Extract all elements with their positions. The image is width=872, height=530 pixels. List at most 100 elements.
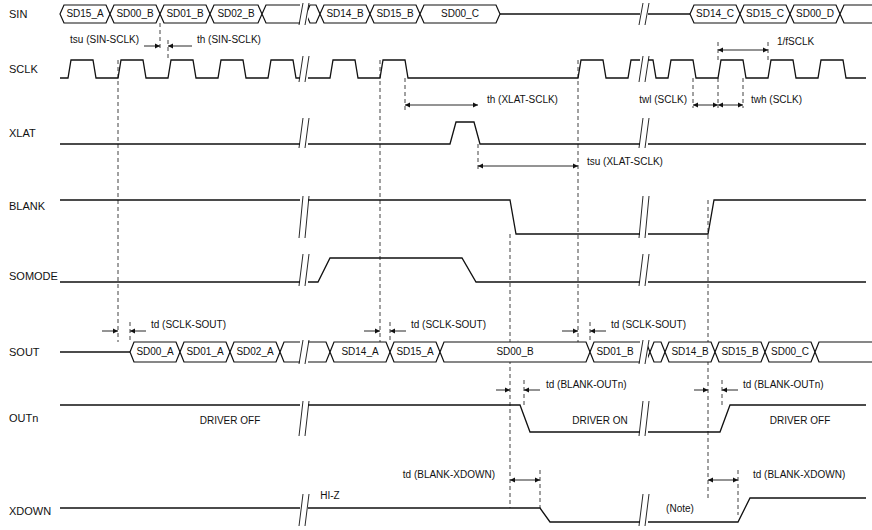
break-gap (640, 56, 648, 82)
break-gap (640, 196, 648, 238)
somode-wave (60, 258, 866, 282)
timing-label: twl (SCLK) (638, 95, 688, 105)
sclk-wave (60, 60, 866, 78)
sout-bus (130, 342, 180, 362)
state-label: DRIVER OFF (199, 416, 262, 426)
break-mark (299, 401, 309, 436)
sin-bus (790, 5, 840, 23)
signal-name: SOUT (8, 347, 41, 358)
blank-wave (60, 200, 866, 234)
sin-bus (160, 5, 210, 23)
signal-name: SOMODE (8, 271, 59, 282)
sin-bus (110, 5, 160, 23)
break-gap (640, 340, 648, 364)
sin-bus (840, 5, 872, 23)
sout-bus (440, 342, 590, 362)
signal-name: SCLK (8, 64, 39, 75)
timing-label: td (SCLK-SOUT) (150, 320, 227, 330)
bus-value: SD14_C (695, 9, 735, 19)
bus-value: SD01_B (595, 347, 634, 357)
break-mark (639, 254, 649, 286)
break-mark (639, 340, 649, 364)
sout-bus (180, 342, 230, 362)
bus-value: SD02_A (235, 347, 274, 357)
break-mark (299, 340, 309, 364)
sout-bus (230, 342, 280, 362)
break-gap (640, 254, 648, 286)
bus-value: SD15_B (375, 9, 414, 19)
break-mark (639, 118, 649, 148)
break-gap (300, 340, 308, 364)
state-label: HI-Z (319, 491, 340, 501)
xdown-wave (60, 498, 866, 522)
timing-label: th (SIN-SCLK) (196, 35, 262, 45)
timing-label: th (XLAT-SCLK) (486, 95, 559, 105)
bus-value: SD00_C (770, 347, 810, 357)
break-mark (639, 401, 649, 436)
timing-label: tsu (XLAT-SCLK) (586, 157, 664, 167)
xlat-wave (60, 122, 866, 144)
timing-label: td (BLANK-OUTn) (545, 380, 628, 390)
break-mark (639, 196, 649, 238)
timing-label: td (SCLK-SOUT) (610, 320, 687, 330)
sout-bus (765, 342, 815, 362)
state-label: (Note) (665, 504, 695, 514)
bus-value: SD14_B (670, 347, 709, 357)
break-mark (639, 494, 649, 526)
sout-bus (815, 342, 872, 362)
sin-bus (370, 5, 420, 23)
bus-value: SD14_B (325, 9, 364, 19)
break-gap (640, 118, 648, 148)
timing-label: tsu (SIN-SCLK) (69, 35, 140, 45)
signal-name: OUTn (8, 413, 39, 424)
timing-label: td (BLANK-XDOWN) (752, 470, 846, 480)
sout-bus (665, 342, 715, 362)
break-gap (640, 401, 648, 436)
sout-idle (60, 351, 130, 352)
timing-label: td (BLANK-XDOWN) (402, 470, 496, 480)
bus-value: SD15_A (65, 9, 104, 19)
sout-bus (390, 342, 440, 362)
break-mark (299, 196, 309, 238)
bus-value: SD15_A (395, 347, 434, 357)
signal-name: BLANK (8, 201, 46, 212)
break-gap (300, 3, 308, 25)
signal-name: XLAT (8, 128, 37, 139)
state-label: DRIVER OFF (769, 416, 832, 426)
signal-name: SIN (8, 9, 28, 20)
break-gap (300, 401, 308, 436)
outn-wave (60, 405, 866, 432)
bus-value: SD00_B (495, 347, 534, 357)
break-gap (300, 56, 308, 82)
break-gap (640, 3, 648, 25)
bus-value: SD01_B (165, 9, 204, 19)
timing-label: twh (SCLK) (750, 95, 803, 105)
bus-value: SD00_A (135, 347, 174, 357)
break-gap (640, 494, 648, 526)
break-mark (639, 3, 649, 25)
break-mark (299, 118, 309, 148)
timing-label: 1/fSCLK (776, 37, 815, 47)
timing-arrows (102, 46, 768, 480)
sout-bus (330, 342, 390, 362)
bus-value: SD14_A (340, 347, 379, 357)
sin-bus (320, 5, 370, 23)
bus-value: SD00_D (795, 9, 835, 19)
bus-value: SD00_B (115, 9, 154, 19)
bus-value: SD01_A (185, 347, 224, 357)
sin-bus (420, 5, 500, 23)
bus-value: SD15_C (745, 9, 785, 19)
break-mark (299, 56, 309, 82)
bus-value: SD02_B (216, 9, 255, 19)
sin-bus (210, 5, 262, 23)
sin-idle (500, 13, 690, 14)
break-gap (300, 494, 308, 526)
bus-value: SD15_B (720, 347, 759, 357)
break-gap (300, 118, 308, 148)
bus-value: SD00_C (440, 9, 480, 19)
sout-bus (650, 342, 665, 362)
sout-bus (715, 342, 765, 362)
reference-lines (118, 23, 768, 515)
